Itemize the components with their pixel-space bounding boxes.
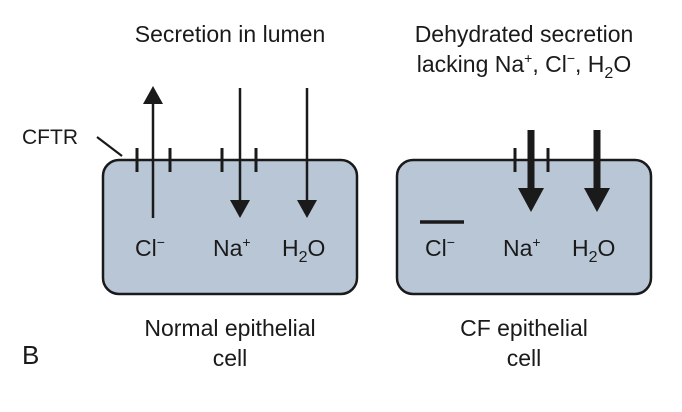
cf-caption-line1: CF epithelial <box>460 315 588 341</box>
normal-arrows <box>143 86 317 218</box>
cf-caption-line2: cell <box>507 345 542 371</box>
cf-ion-h2o: H2O <box>572 235 615 266</box>
cf-ion-h2o-h: H <box>572 235 589 261</box>
normal-cell-body <box>101 158 359 296</box>
cf-heading-cl-sup: − <box>567 50 575 66</box>
cf-arrows <box>518 130 610 212</box>
cf-heading-mid: , Cl <box>532 51 567 77</box>
cf-heading-line2: lacking Na+, Cl−, H2O <box>417 50 631 82</box>
cf-na-arrowhead <box>518 188 544 212</box>
normal-ion-cl: Cl− <box>135 234 165 261</box>
cf-ion-na-sup: + <box>532 234 540 250</box>
normal-ion-h2o: H2O <box>282 235 325 266</box>
normal-caption-line1: Normal epithelial <box>144 315 315 341</box>
cf-ion-h2o-o: O <box>598 235 616 261</box>
normal-heading: Secretion in lumen <box>135 21 326 47</box>
normal-ion-na-base: Na <box>213 235 243 261</box>
cf-heading-line1: Dehydrated secretion <box>415 21 634 47</box>
normal-ion-cl-sup: − <box>157 234 165 250</box>
cf-heading-sub: 2 <box>604 65 613 82</box>
cf-heading-na-sup: + <box>524 50 532 66</box>
normal-ion-h2o-o: O <box>308 235 326 261</box>
normal-ion-na-sup: + <box>242 234 250 250</box>
cf-heading-o: O <box>613 51 631 77</box>
normal-channel-ticks <box>135 148 258 172</box>
normal-h2o-arrowhead <box>297 200 317 218</box>
cf-channel-ticks <box>513 148 550 172</box>
cftr-pointer-line <box>96 136 123 157</box>
cf-ion-cl: Cl− <box>425 234 455 261</box>
cf-ion-na-base: Na <box>503 235 533 261</box>
normal-ion-h2o-h: H <box>282 235 299 261</box>
cftr-label: CFTR <box>22 126 78 149</box>
normal-na-arrowhead <box>230 200 250 218</box>
normal-ion-na: Na+ <box>213 234 251 261</box>
cf-ion-h2o-sub: 2 <box>589 249 598 266</box>
panel-label: B <box>22 340 39 370</box>
cf-heading-prefix: lacking Na <box>417 51 525 77</box>
cf-cell-body <box>395 158 653 296</box>
normal-ion-cl-base: Cl <box>135 235 157 261</box>
cf-ion-cl-base: Cl <box>425 235 447 261</box>
normal-cl-arrowhead <box>143 86 163 104</box>
cf-ion-na: Na+ <box>503 234 541 261</box>
normal-caption-line2: cell <box>213 345 248 371</box>
cf-h2o-arrowhead <box>584 188 610 212</box>
cf-ion-cl-sup: − <box>447 234 455 250</box>
normal-ion-h2o-sub: 2 <box>299 249 308 266</box>
cf-heading-sep: , H <box>575 51 604 77</box>
